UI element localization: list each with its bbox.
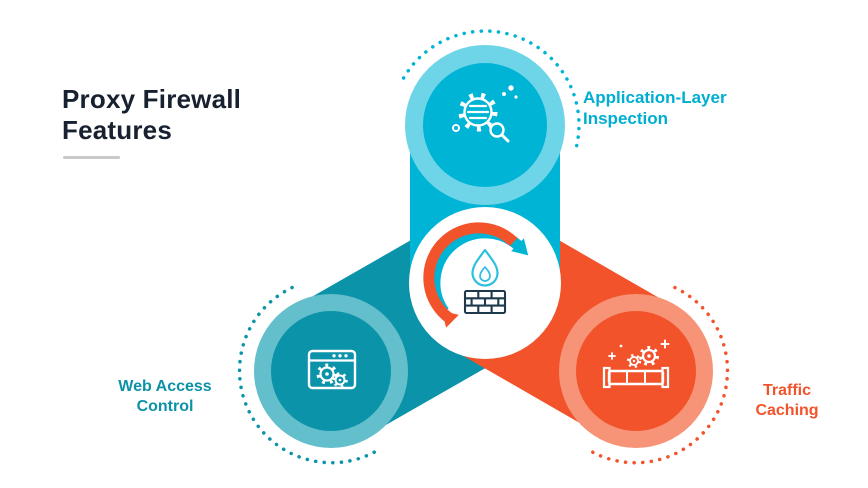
- label-line: Web Access: [118, 378, 212, 395]
- page-title: Proxy Firewall Features: [62, 84, 241, 146]
- label-line: Traffic: [762, 382, 811, 399]
- dotted-arc-traffic-caching: [588, 285, 730, 465]
- label-line: Caching: [755, 402, 819, 419]
- browser-gears-icon: [307, 349, 357, 390]
- pipe-gears-icon: [602, 339, 670, 389]
- label-application-layer-inspection: Application-Layer Inspection: [583, 87, 727, 129]
- cycle-arrow-orange: [423, 222, 518, 323]
- firewall-icon: [463, 248, 507, 315]
- cycle-arrow-orange-head: [441, 310, 459, 328]
- page-title-line1: Proxy Firewall: [62, 84, 242, 114]
- flame-icon: [471, 248, 499, 287]
- gear-inspection-icon: [452, 85, 518, 143]
- label-web-access-control: Web Access Control: [90, 377, 240, 417]
- label-line: Control: [136, 398, 194, 415]
- brick-wall-icon: [463, 289, 507, 315]
- label-line: Application-Layer: [583, 88, 727, 107]
- label-traffic-caching: Traffic Caching: [712, 381, 862, 421]
- flame-inner: [479, 266, 491, 282]
- page-title-line2: Features: [62, 115, 172, 145]
- dotted-arc-web-access: [237, 285, 379, 465]
- label-line: Inspection: [583, 109, 669, 128]
- lobe-circle-application-layer: [423, 63, 547, 187]
- title-underline: [63, 156, 120, 159]
- magnifier-icon: [489, 122, 505, 138]
- lobe-circle-web-access: [271, 311, 391, 431]
- cycle-arrow-cyan-head: [511, 238, 529, 256]
